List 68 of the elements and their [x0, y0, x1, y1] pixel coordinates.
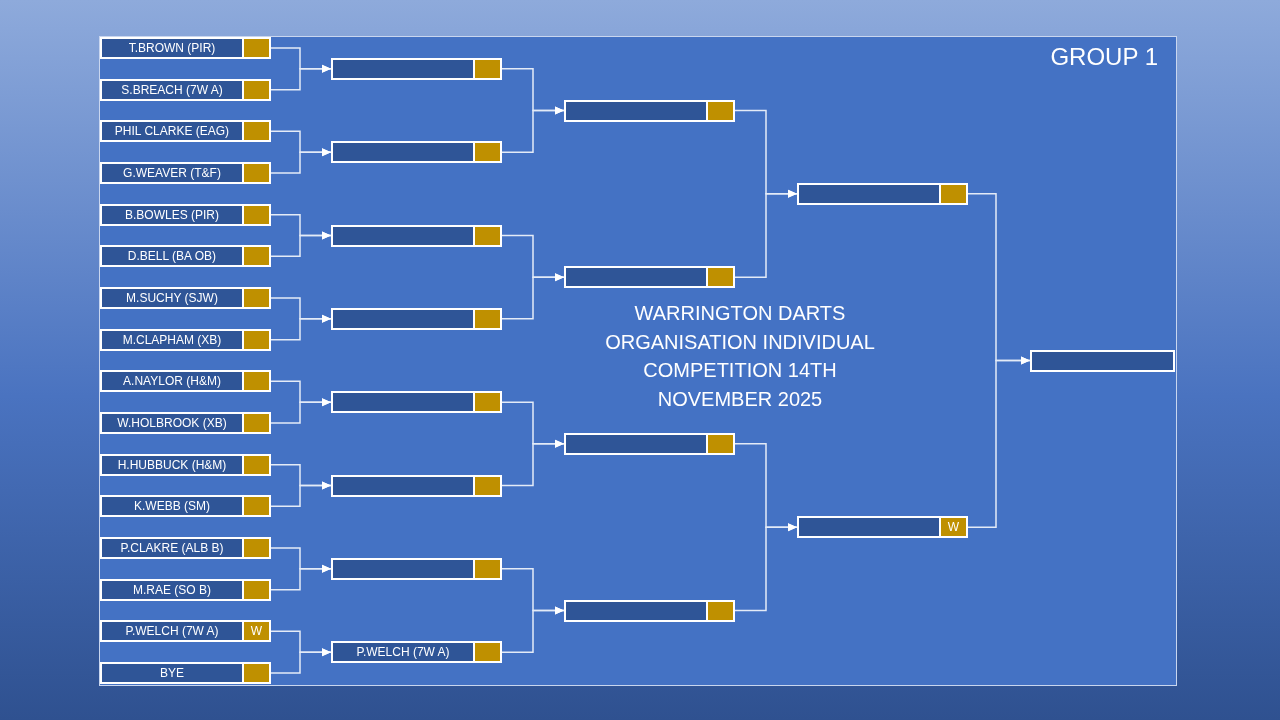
bracket-slot [100, 662, 271, 684]
player-name: BYE [160, 666, 184, 680]
score-box: W [242, 622, 269, 641]
bracket-slot [564, 599, 735, 622]
bracket-slot [331, 391, 502, 414]
bracket-slot [100, 578, 271, 601]
player-name: P.CLAKRE (ALB B) [120, 541, 224, 555]
player-name: D.BELL (BA OB) [127, 249, 217, 264]
player-name: S.BREACH (7W A) [121, 82, 223, 97]
bracket-slot [100, 78, 271, 101]
bracket-slot [100, 287, 271, 309]
bracket-slot [100, 203, 271, 226]
bracket-slot [100, 245, 271, 268]
player-name: H.HUBBUCK (H&M) [117, 457, 227, 472]
bracket-slot [797, 182, 968, 205]
bracket-slot [331, 141, 502, 164]
player-name: K.WEBB (SM) [134, 499, 210, 514]
bracket-slot [564, 99, 735, 122]
player-name: P.WELCH (7W A) [125, 624, 219, 639]
connector-arrow [501, 439, 565, 487]
bracket-slot [100, 495, 271, 518]
player-name: M.CLAPHAM (XB) [122, 332, 222, 347]
connector-arrow [734, 189, 798, 278]
player-name: B.BOWLES (PIR) [125, 207, 219, 222]
player-name: P.WELCH (7W A) [356, 645, 450, 660]
connector-arrow [501, 273, 565, 320]
bracket-slot [100, 37, 271, 59]
player-name: G.WEAVER (T&F) [123, 166, 221, 180]
bracket-slot [100, 453, 271, 476]
bracket-slot [331, 57, 502, 80]
group-panel [99, 36, 1177, 686]
connector-arrow [967, 356, 1031, 528]
connector-arrow [734, 523, 798, 612]
player-name: M.SUCHY (SJW) [126, 291, 218, 305]
connector-arrow [501, 106, 565, 153]
bracket-slot [100, 370, 271, 393]
connector-arrow [270, 564, 332, 591]
bracket-slot [100, 537, 271, 559]
player-name: T.BROWN (PIR) [128, 41, 216, 55]
connector-arrow [501, 606, 565, 653]
connector-arrow [270, 314, 332, 341]
bracket-slot [564, 432, 735, 455]
bracket-slot [564, 266, 735, 289]
connector-arrow [270, 398, 332, 424]
bracket-slot [100, 120, 271, 143]
bracket-slot [797, 516, 968, 539]
bracket-slot [331, 224, 502, 247]
bracket-slot [331, 641, 502, 664]
group-heading: GROUP 1 [1050, 43, 1158, 71]
bracket-slot [100, 328, 271, 351]
bracket-slot [100, 412, 271, 434]
player-name: W.HOLBROOK (XB) [117, 416, 227, 430]
connector-arrow [270, 231, 332, 258]
bracket-slot [331, 474, 502, 497]
bracket-slot [331, 557, 502, 580]
connector-arrow [270, 481, 332, 508]
player-name: PHIL CLARKE (EAG) [114, 124, 230, 139]
bracket-slot [331, 307, 502, 330]
bracket-slot [100, 162, 271, 184]
bracket-slot [1030, 349, 1175, 372]
connector-arrow [270, 148, 332, 174]
player-name: A.NAYLOR (H&M) [123, 374, 221, 389]
player-name: M.RAE (SO B) [133, 582, 211, 597]
competition-title: WARRINGTON DARTS ORGANISATION INDIVIDUAL COMPETITION 14TH NOVEMBER 2025 [604, 301, 876, 412]
score-box: W [939, 518, 966, 537]
connector-arrow [270, 648, 332, 674]
connector-arrow [270, 64, 332, 91]
bracket-slot [100, 620, 271, 643]
